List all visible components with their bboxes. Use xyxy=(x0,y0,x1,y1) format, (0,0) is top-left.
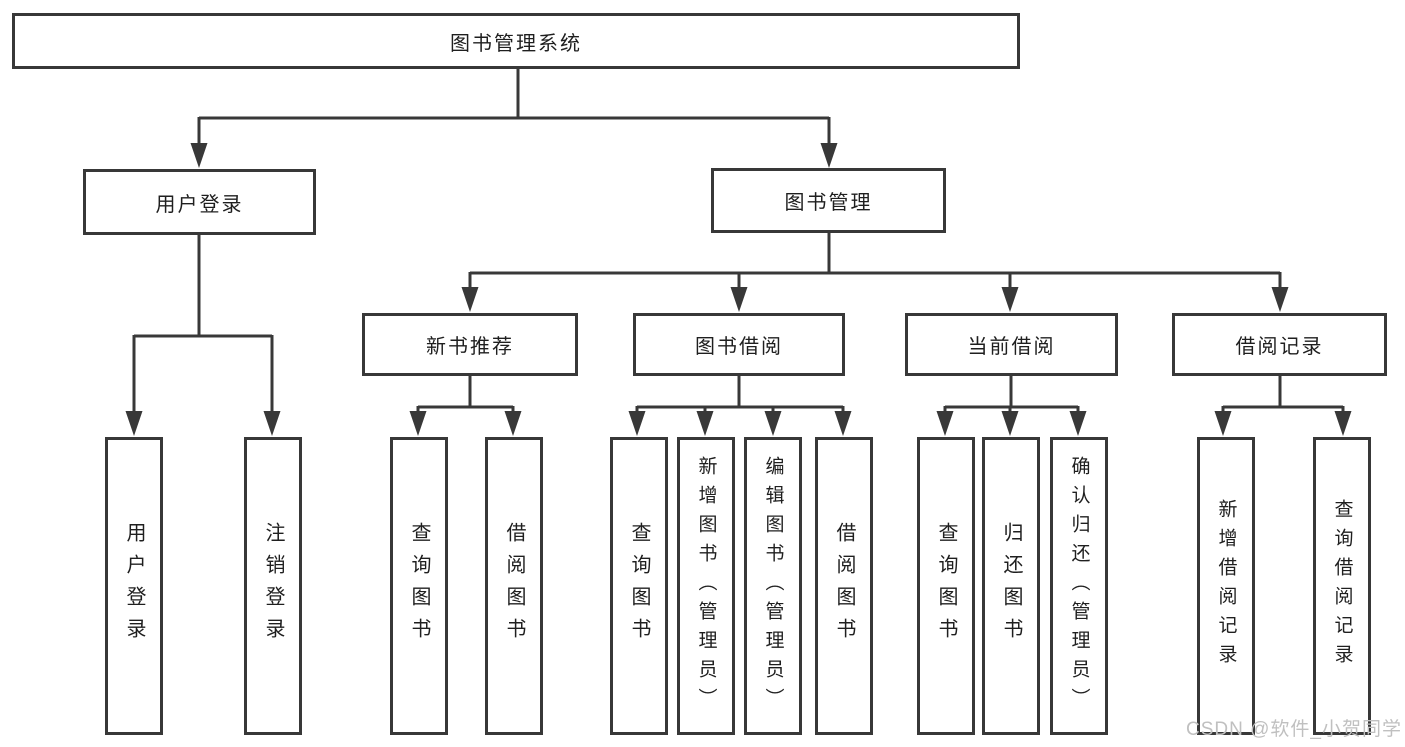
node-leaf-query-book-3: 查询图书 xyxy=(917,437,975,735)
node-book-mgmt: 图书管理 xyxy=(711,168,946,233)
node-leaf-borrow-book-1: 借阅图书 xyxy=(485,437,543,735)
node-leaf-confirm-return: 确认归还（管理员） xyxy=(1050,437,1108,735)
node-leaf-query-book-1: 查询图书 xyxy=(390,437,448,735)
node-leaf-query-book-2: 查询图书 xyxy=(610,437,668,735)
node-root: 图书管理系统 xyxy=(12,13,1020,69)
node-leaf-return-book: 归还图书 xyxy=(982,437,1040,735)
node-current-borrow: 当前借阅 xyxy=(905,313,1118,376)
watermark-text: CSDN @软件_小贺同学 xyxy=(1186,719,1402,740)
node-borrow-record: 借阅记录 xyxy=(1172,313,1387,376)
node-leaf-edit-book: 编辑图书（管理员） xyxy=(744,437,802,735)
node-leaf-logout: 注销登录 xyxy=(244,437,302,735)
node-leaf-add-borrow-record: 新增借阅记录 xyxy=(1197,437,1255,735)
node-leaf-user-login: 用户登录 xyxy=(105,437,163,735)
node-book-borrow: 图书借阅 xyxy=(633,313,845,376)
node-leaf-add-book: 新增图书（管理员） xyxy=(677,437,735,735)
node-user-login: 用户登录 xyxy=(83,169,316,235)
node-new-book-rec: 新书推荐 xyxy=(362,313,578,376)
node-leaf-borrow-book-2: 借阅图书 xyxy=(815,437,873,735)
node-leaf-query-borrow-record: 查询借阅记录 xyxy=(1313,437,1371,735)
